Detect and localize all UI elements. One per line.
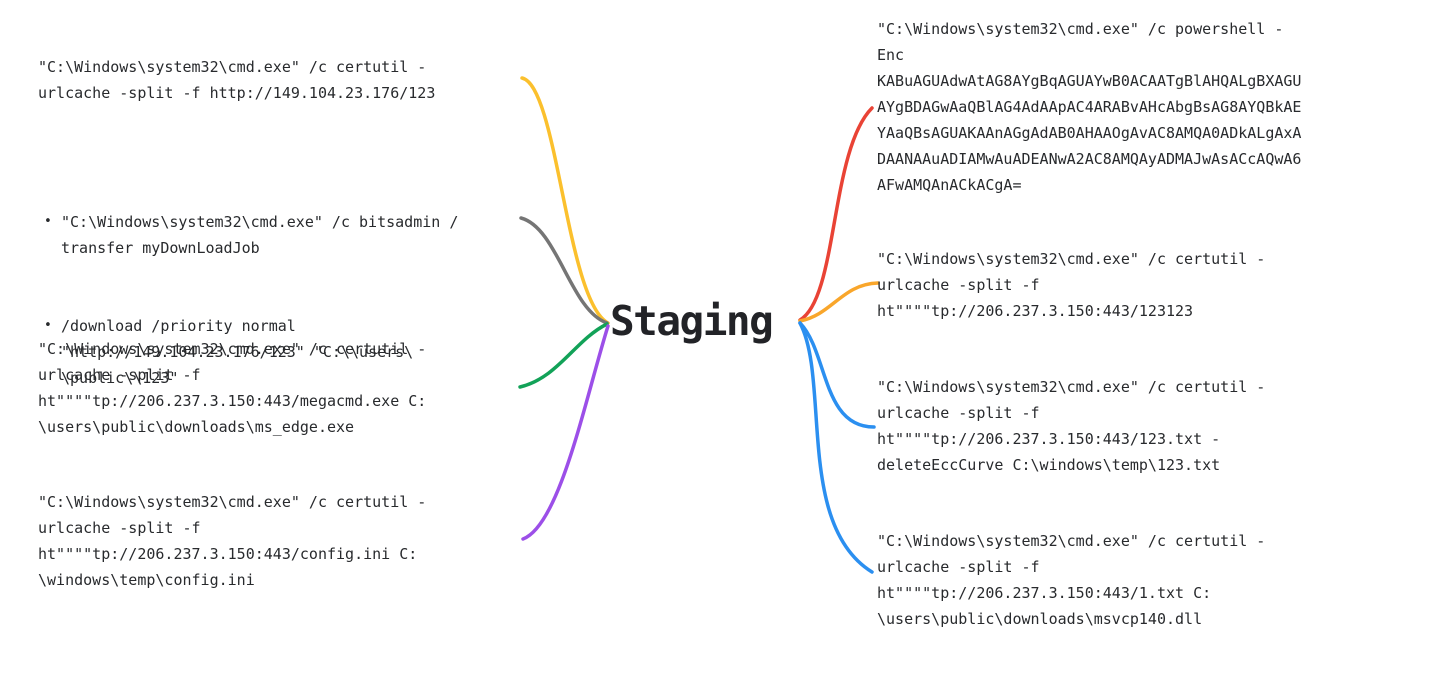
node-certutil-1-txt[interactable]: "C:\Windows\system32\cmd.exe" /c certuti…	[877, 532, 1266, 628]
branch-curve-certutil-123-txt	[798, 321, 876, 429]
bullet-item: • /download /priority normal "http://149…	[44, 313, 532, 391]
branch-curve-powershell-enc	[798, 106, 874, 322]
node-certutil-http-149[interactable]: "C:\Windows\system32\cmd.exe" /c certuti…	[38, 58, 436, 102]
root-node-staging[interactable]: Staging	[610, 297, 774, 345]
branch-curve-certutil-config	[521, 324, 610, 541]
node-powershell-enc[interactable]: "C:\Windows\system32\cmd.exe" /c powersh…	[877, 20, 1302, 194]
branch-curve-certutil-megacmd	[518, 322, 609, 389]
bullet-item: • "C:\Windows\system32\cmd.exe" /c bitsa…	[44, 209, 532, 261]
node-certutil-123-txt[interactable]: "C:\Windows\system32\cmd.exe" /c certuti…	[877, 378, 1266, 474]
bullet-icon: •	[44, 214, 52, 229]
node-certutil-123123[interactable]: "C:\Windows\system32\cmd.exe" /c certuti…	[877, 250, 1266, 320]
node-certutil-config-ini[interactable]: "C:\Windows\system32\cmd.exe" /c certuti…	[38, 493, 427, 589]
branch-curve-certutil-http-149	[520, 76, 610, 325]
node-certutil-megacmd[interactable]: "C:\Windows\system32\cmd.exe" /c certuti…	[38, 340, 427, 436]
bullet-item-text[interactable]: /download /priority normal "http://149.1…	[61, 317, 414, 387]
branch-curve-bitsadmin	[519, 216, 609, 325]
bullet-icon: •	[44, 318, 52, 333]
branch-curve-certutil-123123	[798, 281, 880, 323]
bullet-item-text[interactable]: "C:\Windows\system32\cmd.exe" /c bitsadm…	[61, 213, 459, 257]
branch-curve-certutil-1-txt	[798, 321, 874, 574]
node-bitsadmin-transfer[interactable]: • "C:\Windows\system32\cmd.exe" /c bitsa…	[44, 157, 532, 443]
